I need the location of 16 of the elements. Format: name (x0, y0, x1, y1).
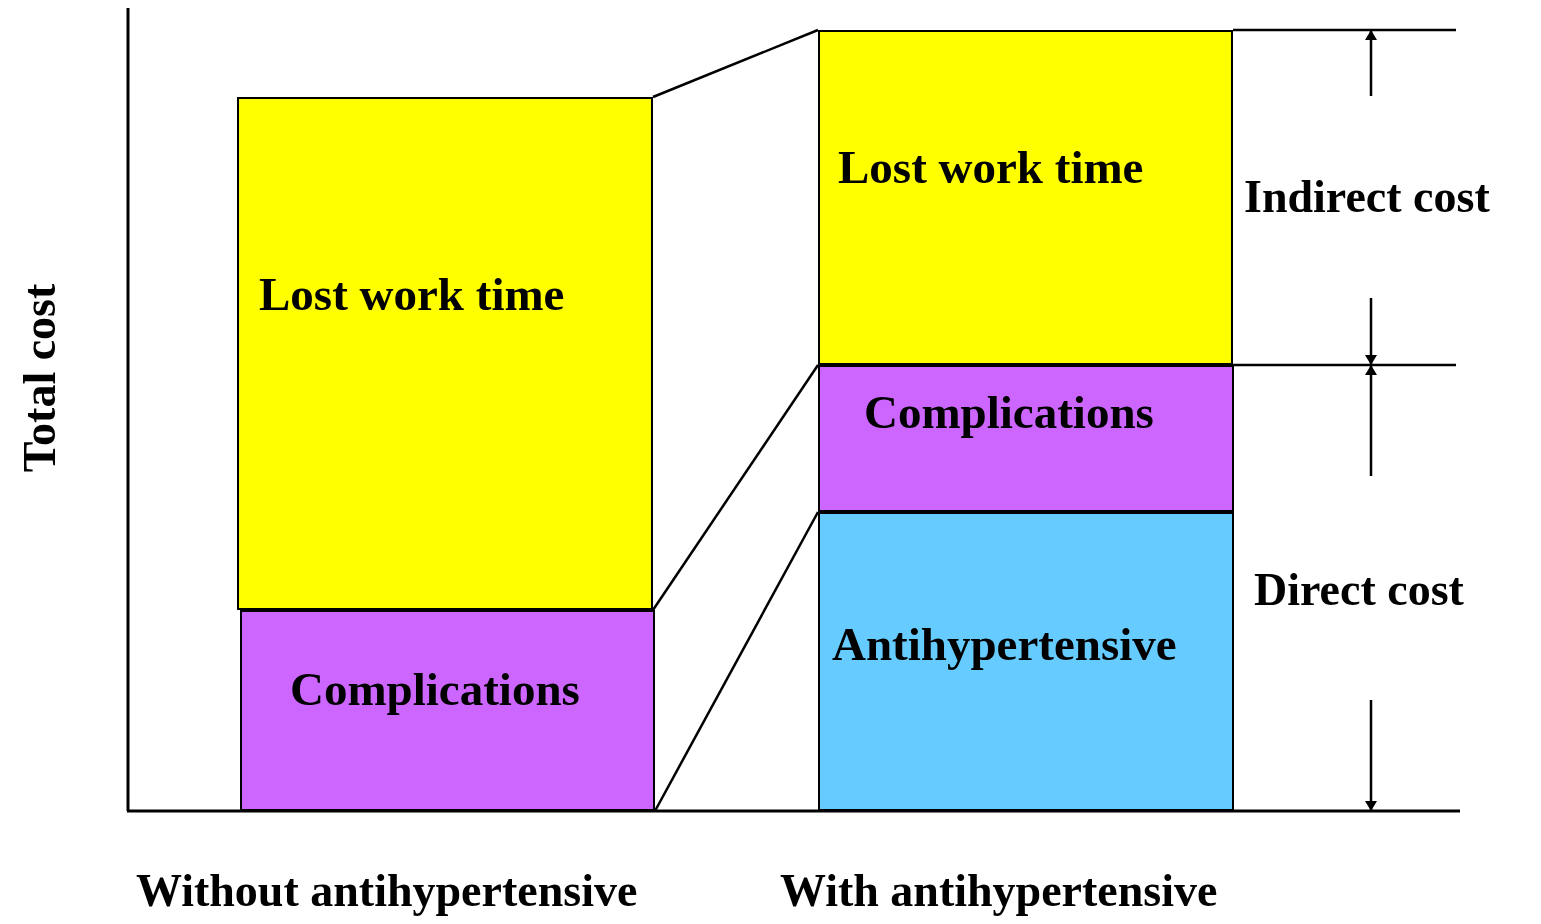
bracket-label: Direct cost (1254, 567, 1464, 613)
connector-line (652, 28, 819, 99)
segment-label: Complications (290, 666, 580, 713)
segment-label: Lost work time (838, 144, 1144, 191)
segment-label: Antihypertensive (832, 621, 1177, 668)
segment-label: Complications (864, 389, 1154, 436)
cost-segment-box (818, 30, 1233, 365)
cost-segment-box (818, 512, 1234, 811)
axis-label: Total cost (17, 282, 63, 475)
cost-segment-box (240, 610, 655, 811)
cost-segment-box (818, 365, 1234, 512)
category-label: Without antihypertensive (136, 868, 638, 914)
bracket-label: Indirect cost (1244, 174, 1490, 220)
segment-label: Lost work time (259, 271, 565, 318)
category-label: With antihypertensive (780, 868, 1218, 914)
cost-segment-box (237, 97, 653, 610)
